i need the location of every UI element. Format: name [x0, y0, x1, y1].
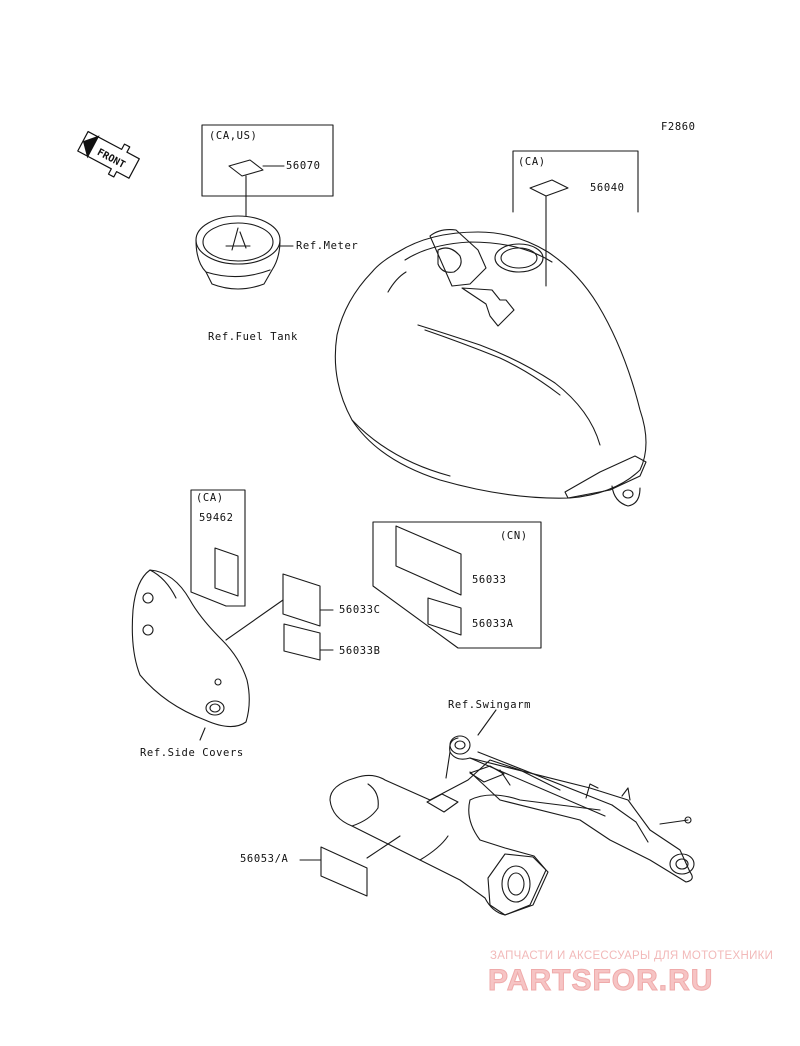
side-stickers — [225, 573, 334, 661]
part-number-56033: 56033 — [472, 574, 507, 586]
label-56040-icon — [529, 179, 569, 197]
label-56070-icon — [228, 159, 264, 177]
swingarm-sticker — [299, 835, 401, 897]
meter-label-box — [201, 124, 334, 217]
label-56033-icon — [395, 525, 462, 596]
side-cover — [131, 569, 250, 728]
figure-code: F2860 — [661, 121, 696, 133]
ref-meter: Ref.Meter — [296, 240, 359, 252]
label-cn: (CN) — [500, 530, 528, 542]
part-number-56033B: 56033B — [339, 645, 381, 657]
ref-side-covers: Ref.Side Covers — [140, 747, 244, 759]
swingarm — [329, 735, 695, 916]
label-56053A-icon — [320, 846, 368, 897]
label-56033A-icon — [427, 597, 462, 636]
label-ca-us: (CA,US) — [209, 130, 258, 142]
tank-label-box — [512, 150, 639, 287]
part-number-56040: 56040 — [590, 182, 625, 194]
part-number-59462: 59462 — [199, 512, 234, 524]
part-number-56070: 56070 — [286, 160, 321, 172]
fuel-tank — [334, 229, 647, 507]
part-number-56033C: 56033C — [339, 604, 381, 616]
side-cover-label-box — [190, 489, 246, 607]
label-59462-icon — [214, 547, 239, 597]
leader-lines — [199, 709, 497, 741]
label-ca-side: (CA) — [196, 492, 224, 504]
watermark-subtitle: ЗАПЧАСТИ И АКСЕССУАРЫ ДЛЯ МОТОТЕХНИКИ — [490, 950, 774, 962]
part-number-56033A: 56033A — [472, 618, 514, 630]
label-56033C-icon — [282, 573, 321, 627]
meter-gauge — [195, 215, 294, 290]
label-56033B-icon — [283, 623, 321, 661]
ref-swingarm: Ref.Swingarm — [448, 699, 532, 711]
cn-label-box — [372, 521, 542, 649]
part-number-56053A: 56053/A — [240, 853, 289, 865]
label-ca-tank: (CA) — [518, 156, 546, 168]
front-arrow-icon: FRONT — [77, 130, 140, 179]
watermark-logo: PARTSFOR.RU — [487, 964, 714, 998]
ref-fuel-tank: Ref.Fuel Tank — [208, 331, 298, 343]
